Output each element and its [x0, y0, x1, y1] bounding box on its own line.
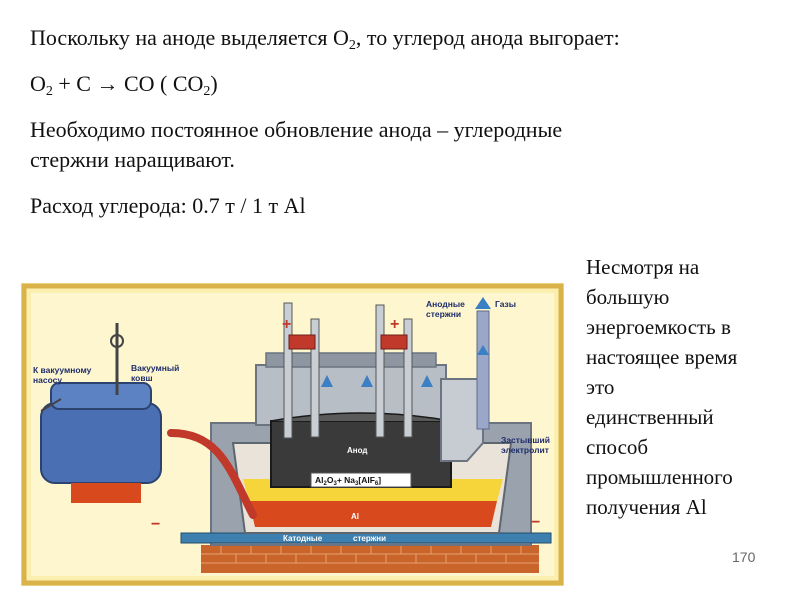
- text-line-4: стержни наращивают.: [30, 147, 235, 172]
- siphon-pipe: [167, 429, 257, 519]
- side-note-line: настоящее время: [586, 345, 738, 369]
- text-line-3: Необходимо постоянное обновление анода –…: [30, 117, 563, 142]
- diagram-frame: [21, 283, 564, 586]
- side-note-line: большую: [586, 285, 670, 309]
- label-vacuum-pump: насосу: [33, 375, 62, 385]
- gas-flow-arrows: [321, 345, 489, 387]
- side-note-line: энергоемкость в: [586, 315, 731, 339]
- label-cathode: стержни: [353, 534, 386, 543]
- side-note-line: Несмотря на: [586, 255, 700, 279]
- reaction-equation: O2 + C → CO ( CO2): [30, 71, 218, 99]
- vacuum-ladle: [40, 323, 162, 503]
- label-electrolyte: Al2O3+ Na3[AlF6]: [315, 475, 381, 487]
- label-gases: Газы: [495, 299, 516, 309]
- label-frozen-electrolyte: электролит: [501, 445, 549, 455]
- minus-sign: −: [531, 514, 540, 531]
- label-anode-rods: стержни: [426, 309, 461, 319]
- label-vacuum-ladle: ковш: [131, 373, 153, 383]
- side-note-line: промышленного: [586, 465, 733, 489]
- formula-box: [310, 472, 412, 488]
- gas-arrow-icon: [475, 297, 491, 309]
- molten-aluminum: [249, 501, 497, 527]
- side-note: Несмотря на большую энергоемкость в наст…: [586, 252, 786, 522]
- label-anode: Анод: [347, 446, 367, 455]
- vacuum-line: [40, 398, 62, 412]
- gas-duct: [440, 378, 484, 462]
- electrolysis-cell-diagram: + + − − К вакуумному насосу Вакуумный ко…: [21, 283, 564, 586]
- label-cathode: Катодные: [283, 534, 323, 543]
- side-note-line: единственный: [586, 405, 714, 429]
- anode-clamps: [288, 334, 408, 350]
- minus-sign: −: [151, 516, 160, 533]
- brick-foundation: [201, 545, 539, 573]
- carbon-consumption: Расход углерода: 0.7 т / 1 т Al: [30, 193, 306, 218]
- anode-rods: [283, 302, 413, 439]
- plus-sign: +: [282, 316, 291, 333]
- superstructure-beam: [265, 352, 437, 368]
- brick-joints: [201, 545, 539, 564]
- page-number: 170: [732, 549, 756, 565]
- side-note-line: получения Al: [586, 495, 707, 519]
- text-line-1: Поскольку на аноде выделяется O2, то угл…: [30, 25, 620, 53]
- label-frozen-electrolyte: Застывший: [501, 435, 550, 445]
- label-vacuum-ladle: Вакуумный: [131, 363, 179, 373]
- gas-pipe: [476, 310, 490, 430]
- label-vacuum-pump: К вакуумному: [33, 365, 92, 375]
- side-note-line: это: [586, 375, 615, 399]
- label-aluminum: Al: [351, 512, 359, 521]
- side-note-line: способ: [586, 435, 649, 459]
- label-anode-rods: Анодные: [426, 299, 465, 309]
- plus-sign: +: [390, 316, 399, 333]
